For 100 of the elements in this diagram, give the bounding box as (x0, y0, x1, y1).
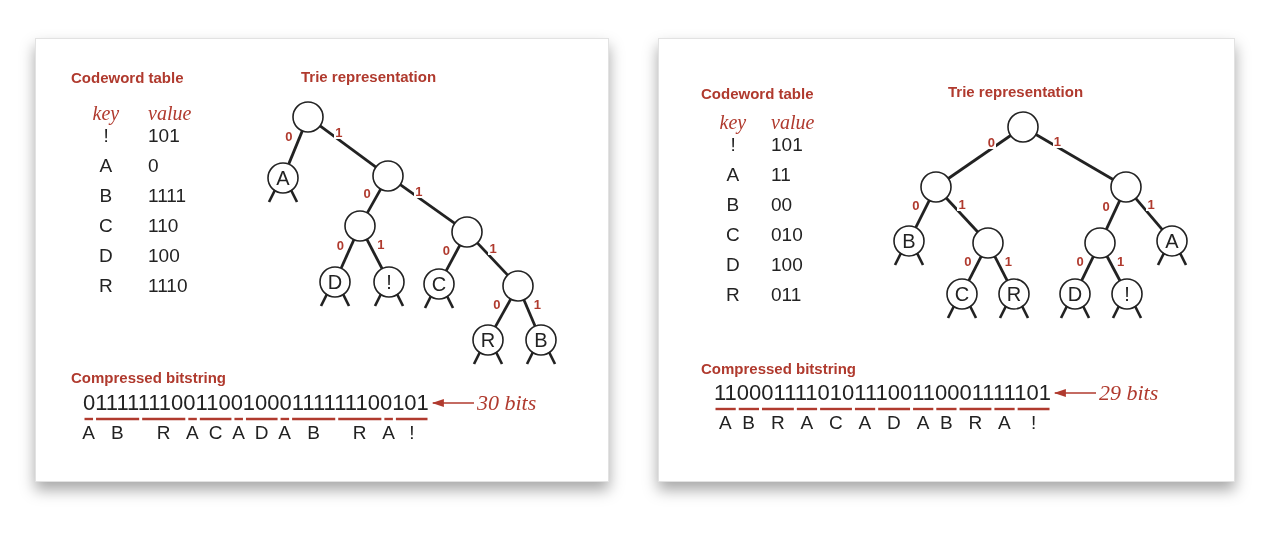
tree-edge (967, 255, 983, 282)
edge-label: 0 (441, 243, 451, 257)
table-cell: D (99, 245, 113, 267)
tree-edge (494, 298, 512, 328)
decoded-symbol: A (82, 422, 95, 444)
table-cell: 101 (771, 134, 803, 156)
decoded-symbol: A (382, 422, 395, 444)
trie-node (501, 269, 535, 303)
table-cell: 1111 (148, 185, 187, 207)
table-cell: 010 (771, 224, 803, 246)
node-key: R (471, 325, 505, 355)
section-heading: Compressed bitstring (701, 359, 857, 377)
table-cell: D (726, 254, 740, 276)
trie-node (343, 209, 377, 243)
table-cell: 011 (771, 284, 802, 306)
trie-node (1109, 170, 1143, 204)
node-key: A (1155, 226, 1189, 256)
edge-label: 1 (532, 298, 542, 312)
tree-edge (1080, 255, 1095, 282)
node-key: B (892, 226, 926, 256)
node-key: A (266, 163, 300, 193)
bitstring: 011111110011001000111111100101 (83, 390, 429, 416)
table-cell: A (99, 155, 113, 177)
decoded-symbol: R (352, 422, 367, 444)
edge-label: 0 (362, 187, 372, 201)
trie-node (291, 100, 325, 134)
tree-edge (945, 197, 979, 233)
tree-edge (339, 239, 356, 269)
edge-label: 1 (957, 197, 967, 211)
decoded-symbol: A (278, 422, 291, 444)
node-key: R (997, 279, 1031, 309)
table-cell: B (726, 194, 740, 216)
table-cell: 11 (771, 164, 791, 186)
tree-edge (366, 188, 382, 214)
table-cell: ! (103, 125, 109, 147)
decoded-symbol: R (770, 412, 785, 434)
decoded-symbol: ! (409, 422, 415, 444)
decoded-symbol: B (111, 422, 124, 444)
table-cell: ! (730, 134, 736, 156)
leaf-node (471, 323, 505, 365)
leaf-node (945, 277, 979, 319)
decoded-symbol: D (254, 422, 269, 444)
tree-edge (522, 299, 537, 327)
section-heading: Codeword table (701, 84, 814, 102)
column-header: value (148, 101, 192, 125)
node-key: ! (372, 267, 406, 297)
decoded-symbol: C (208, 422, 223, 444)
edge-label: 0 (986, 136, 996, 150)
decoded-symbol: B (742, 412, 756, 434)
table-cell: 100 (771, 254, 803, 276)
node-key: D (1058, 279, 1092, 309)
edge-label: 1 (1146, 197, 1156, 211)
decoded-symbol: A (719, 412, 732, 434)
tree-edge (476, 241, 509, 277)
edge-label: 1 (414, 184, 424, 198)
bit-count: 30 bits (477, 390, 537, 416)
edge-label: 1 (1003, 254, 1014, 268)
leaf-node (524, 323, 558, 365)
edge-label: 0 (963, 254, 973, 268)
table-cell: A (726, 164, 740, 186)
arrow (1053, 389, 1097, 397)
tree-edge (993, 255, 1009, 282)
node-key: B (524, 325, 558, 355)
table-cell: C (99, 215, 113, 237)
edge-label: 0 (284, 130, 294, 144)
edge-label: 0 (492, 297, 502, 311)
table-cell: R (99, 275, 113, 297)
trie-node (1006, 110, 1040, 144)
decoded-symbol: A (916, 412, 930, 434)
node-key: C (422, 269, 456, 299)
panel-card (35, 38, 609, 482)
edge-label: 1 (488, 242, 498, 256)
table-cell: C (726, 224, 740, 246)
table-cell: 0 (148, 155, 159, 177)
column-header: value (771, 110, 815, 134)
section-heading: Compressed bitstring (71, 368, 227, 386)
trie-node (919, 170, 953, 204)
node-key: D (318, 267, 352, 297)
section-heading: Trie representation (301, 67, 437, 85)
decoded-symbol: B (939, 412, 953, 434)
tree-edge (444, 244, 462, 272)
tree-edge (1134, 197, 1164, 231)
edge-label: 0 (1075, 254, 1085, 268)
leaf-node (1155, 224, 1189, 266)
panel-card (658, 38, 1235, 482)
trie-node (971, 226, 1005, 260)
table-cell: 1110 (148, 275, 188, 297)
table-cell: 101 (148, 125, 180, 147)
edge-label: 1 (334, 126, 344, 140)
tree-edge (399, 183, 456, 225)
tree-edge (1105, 255, 1122, 282)
bit-count: 29 bits (1099, 380, 1159, 406)
tree-edge (914, 199, 931, 229)
bitstring: 11000111101011100110001111101 (714, 380, 1051, 406)
edge-label: 1 (1052, 135, 1062, 149)
decoded-symbol: R (968, 412, 983, 434)
edge-label: 0 (1101, 199, 1111, 213)
decoded-symbol: A (186, 422, 199, 444)
leaf-node (372, 265, 406, 307)
decoded-symbol: D (887, 412, 901, 434)
